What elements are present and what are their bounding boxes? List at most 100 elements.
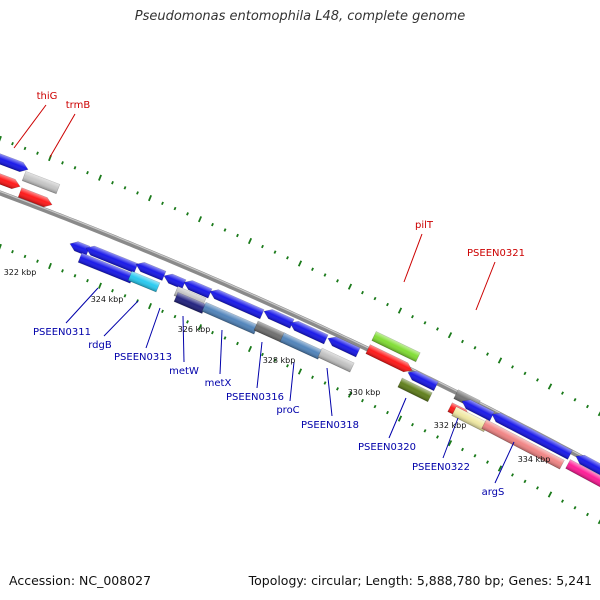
genes-count-text: Genes: 5,241	[508, 573, 592, 588]
outer-tick	[447, 332, 453, 339]
gene-rev-j-shade	[174, 292, 206, 314]
outer-tick	[297, 260, 303, 267]
leader-top-2	[403, 233, 423, 283]
inner-tick	[23, 254, 27, 259]
gene-rev-r-shade	[407, 371, 439, 391]
outer-tick	[247, 237, 253, 245]
outer-tick	[0, 135, 2, 143]
gene-fwd-c-shade	[18, 187, 53, 207]
gene-rev-c-shade	[78, 253, 134, 284]
gene-fwd-a-shade	[0, 152, 28, 172]
gene-label-bottom: rdgB	[88, 340, 112, 351]
leader-bottom-2	[145, 307, 161, 349]
inner-tick	[261, 352, 264, 357]
topology-text: Topology: circular;	[248, 573, 362, 588]
inner-tick	[347, 391, 353, 398]
gene-rev-o-shade	[253, 321, 287, 343]
leader-bottom-8	[388, 397, 407, 439]
leader-top-1	[49, 113, 76, 158]
gene-rev-g	[183, 280, 213, 299]
gene-rev-p	[279, 332, 323, 360]
inner-tick	[386, 410, 389, 415]
gene-fwd-pilT	[371, 331, 421, 363]
inner-tick	[186, 320, 189, 324]
ruler-label: 322 kbp	[4, 268, 37, 277]
leader-bottom-0	[65, 287, 99, 324]
gene-rev-g-shade	[183, 280, 212, 299]
label-layer: thiGtrmBpilTPSEEN0321PSEEN0311rdgBPSEEN0…	[4, 91, 551, 498]
inner-tick	[273, 358, 277, 362]
outer-tick	[547, 383, 553, 390]
gene-rev-u	[491, 412, 573, 460]
gene-rev-s-shade	[397, 378, 433, 402]
gene-rev-f-shade	[164, 274, 186, 289]
outer-tick	[73, 166, 77, 170]
gene-rev-f	[163, 273, 187, 290]
gene-layer	[0, 152, 600, 489]
inner-tick	[436, 435, 439, 439]
outer-tick	[423, 321, 427, 325]
inner-tick	[197, 324, 203, 331]
gene-rev-w	[481, 419, 565, 470]
inner-tick	[161, 309, 164, 314]
inner-tick	[286, 364, 289, 368]
leader-bottom-3	[182, 315, 185, 363]
gene-rev-x-shade	[565, 459, 600, 489]
outer-tick	[511, 365, 514, 369]
leader-bottom-4	[219, 329, 223, 375]
inner-tick	[148, 302, 152, 310]
gene-rev-x	[565, 459, 600, 489]
gene-fwd-pilT-shade	[371, 331, 421, 362]
inner-tick	[297, 368, 303, 375]
inner-tick	[311, 375, 314, 379]
gene-label-bottom: metX	[205, 378, 232, 389]
inner-tick	[373, 404, 377, 409]
outer-tick	[561, 391, 564, 395]
gene-label-bottom: proC	[276, 405, 299, 416]
leader-top-0	[13, 104, 47, 149]
outer-tick	[286, 256, 289, 260]
gene-fwd-a	[0, 152, 29, 173]
gene-fwd-b	[0, 172, 21, 190]
gene-label-top: PSEEN0321	[467, 248, 525, 259]
ruler-label: 330 kbp	[348, 388, 381, 397]
outer-tick	[11, 141, 14, 146]
outer-tick	[497, 357, 503, 364]
inner-tick	[0, 243, 2, 251]
outer-tick	[523, 371, 527, 376]
leader-bottom-6	[289, 361, 295, 402]
outer-tick	[211, 222, 214, 227]
inner-tick	[73, 274, 77, 278]
gene-label-bottom: PSEEN0313	[114, 352, 172, 363]
inner-tick	[336, 387, 339, 391]
leader-bottom-5	[256, 341, 263, 389]
gene-rev-b-shade	[85, 246, 138, 273]
gene-label-bottom: PSEEN0318	[301, 420, 359, 431]
gene-fwd-trmB	[21, 170, 61, 195]
gene-rev-h-shade	[210, 289, 265, 319]
gene-rev-b	[85, 245, 139, 274]
length-text: Length: 5,888,780 bp;	[365, 573, 505, 588]
leader-layer	[13, 104, 515, 484]
inner-tick	[173, 314, 177, 319]
gene-rev-v-shade	[451, 406, 489, 432]
gene-rev-w-shade	[481, 419, 565, 470]
gene-rev-h	[209, 289, 265, 320]
outer-tick	[347, 283, 353, 290]
outer-tick	[148, 194, 152, 202]
gene-label-bottom: PSEEN0311	[33, 327, 91, 338]
outer-tick	[23, 146, 27, 151]
inner-tick	[123, 294, 127, 298]
inner-tick	[223, 336, 227, 340]
inner-tick	[447, 440, 453, 447]
inner-tick	[61, 269, 64, 273]
gene-rev-m-shade	[290, 321, 329, 344]
gene-rev-p-shade	[279, 332, 323, 360]
outer-tick	[261, 244, 264, 249]
gene-label-bottom: metW	[169, 366, 199, 377]
gene-label-bottom: argS	[482, 487, 505, 498]
accession-text: Accession: NC_008027	[9, 573, 152, 588]
leader-bottom-9	[442, 417, 459, 459]
outer-tick	[411, 314, 414, 319]
